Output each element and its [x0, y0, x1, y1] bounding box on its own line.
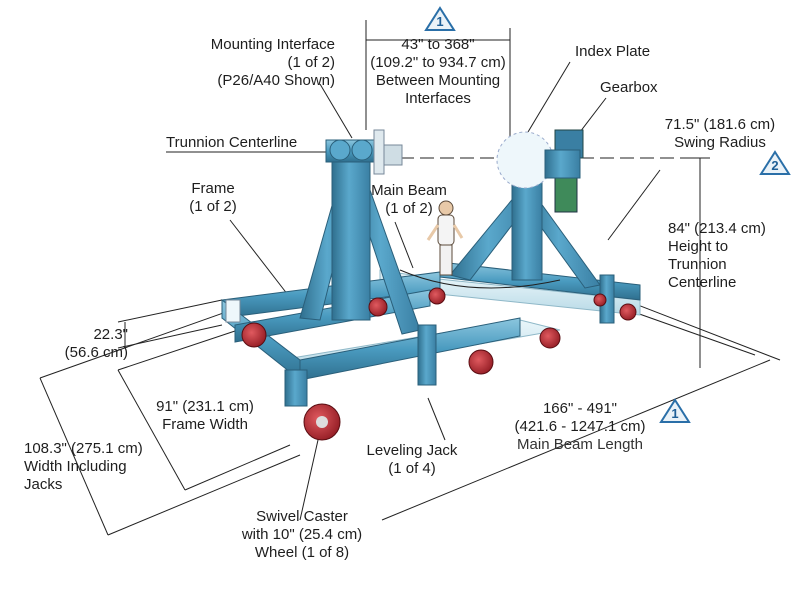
- dimension-lines: [39, 20, 781, 536]
- label-gearbox: Gearbox: [600, 79, 658, 97]
- label-line: Width Including: [24, 458, 127, 475]
- person-figure: [426, 200, 464, 276]
- label-frame: Frame (1 of 2): [178, 180, 248, 216]
- label-line: 108.3" (275.1 cm): [24, 440, 143, 457]
- label-line: Frame Width: [162, 416, 248, 433]
- label-line: 166" - 491": [542, 400, 618, 417]
- label-line: Gearbox: [600, 79, 658, 96]
- label-line: (56.6 cm): [64, 344, 128, 361]
- label-line: Interfaces: [405, 90, 471, 107]
- label-line: Trunnion: [668, 256, 727, 273]
- label-main-beam: Main Beam (1 of 2): [364, 182, 454, 218]
- front-frame: [221, 129, 521, 407]
- label-main-beam-length: 166" - 491" (421.6 - 1247.1 cm) Main Bea…: [480, 400, 680, 454]
- label-leveling-jack: Leveling Jack (1 of 4): [352, 442, 472, 478]
- label-line: (1 of 4): [388, 460, 436, 477]
- label-line: Mounting Interface: [210, 36, 335, 53]
- label-line: Leveling Jack: [366, 442, 458, 459]
- label-line: 22.3": [93, 326, 128, 343]
- label-trunnion-centerline: Trunnion Centerline: [166, 134, 297, 152]
- label-mounting-interface: Mounting Interface (1 of 2) (P26/A40 Sho…: [150, 36, 335, 90]
- note-badge-1-right: [659, 398, 691, 423]
- label-line: Between Mounting: [375, 72, 501, 89]
- note-badge-2: [759, 150, 791, 175]
- label-line: (109.2" to 934.7 cm): [370, 54, 506, 71]
- label-line: (1 of 2): [189, 198, 237, 215]
- note-badge-1-top: [424, 6, 456, 31]
- note-1-right-number: 1: [671, 406, 679, 421]
- label-line: Main Beam: [371, 182, 447, 199]
- label-index-plate: Index Plate: [575, 43, 650, 61]
- label-line: (421.6 - 1247.1 cm): [514, 418, 646, 435]
- label-height-to-trunnion: 84" (213.4 cm) Height to Trunnion Center…: [668, 220, 766, 292]
- label-line: 71.5" (181.6 cm): [664, 116, 776, 133]
- label-frame-height: 22.3" (56.6 cm): [40, 326, 128, 362]
- note-1-top-number: 1: [436, 14, 444, 29]
- label-line: Wheel (1 of 8): [254, 544, 350, 561]
- swing-radius-arc: [399, 269, 561, 289]
- label-line: Main Beam Length: [517, 436, 643, 453]
- label-width-including-jacks: 108.3" (275.1 cm) Width Including Jacks: [24, 440, 143, 494]
- label-line: Centerline: [668, 274, 737, 291]
- swivel-casters: [241, 287, 637, 441]
- label-line: Frame: [191, 180, 235, 197]
- label-line: 91" (231.1 cm): [156, 398, 254, 415]
- label-swing-radius: 71.5" (181.6 cm) Swing Radius: [650, 116, 790, 152]
- label-line: 43" to 368": [401, 36, 475, 53]
- label-line: Swing Radius: [674, 134, 766, 151]
- label-line: Height to: [668, 238, 729, 255]
- label-swivel-caster: Swivel Caster with 10" (25.4 cm) Wheel (…: [222, 508, 382, 562]
- label-line: with 10" (25.4 cm): [241, 526, 363, 543]
- rear-frame: [439, 129, 641, 324]
- note-2-number: 2: [771, 158, 779, 173]
- label-line: Swivel Caster: [256, 508, 348, 525]
- label-line: (1 of 2): [385, 200, 433, 217]
- label-line: (1 of 2): [287, 54, 335, 71]
- label-line: Index Plate: [575, 43, 651, 60]
- label-line: Trunnion Centerline: [166, 134, 298, 151]
- label-line: Jacks: [24, 476, 63, 493]
- label-line: (P26/A40 Shown): [217, 72, 335, 89]
- label-between-mounting-interfaces: 43" to 368" (109.2" to 934.7 cm) Between…: [354, 36, 522, 108]
- label-frame-width: 91" (231.1 cm) Frame Width: [140, 398, 270, 434]
- label-line: 84" (213.4 cm): [668, 220, 766, 237]
